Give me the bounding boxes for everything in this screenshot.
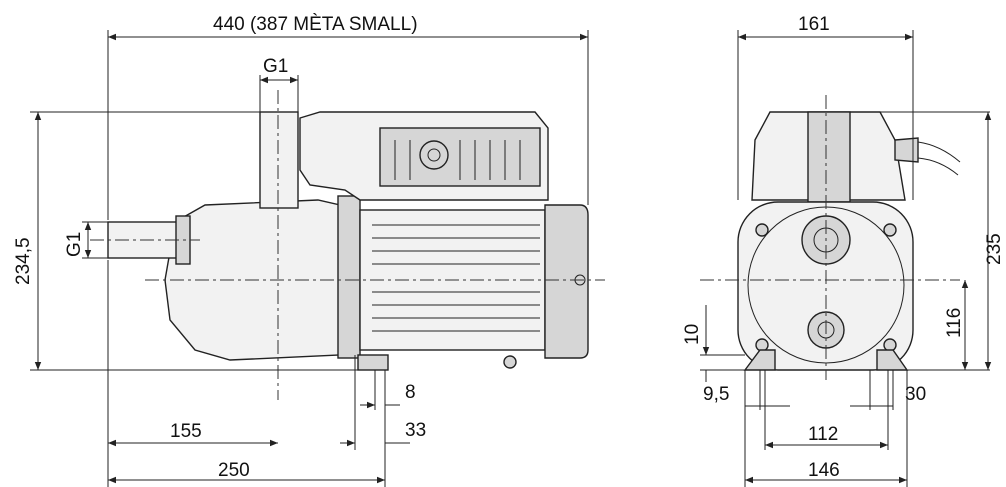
outlet-pipe	[259, 111, 299, 209]
dim-front-width: 161	[798, 14, 830, 35]
front-cable-gland-icon	[894, 137, 919, 163]
dim-155: 155	[170, 421, 202, 442]
dim-height: 234,5	[13, 237, 34, 285]
flange	[337, 195, 361, 359]
bolt-icon	[755, 223, 769, 237]
dim-foot-height: 10	[682, 324, 703, 345]
dim-146: 146	[808, 460, 840, 481]
bolt-icon	[755, 338, 769, 352]
bolt-icon	[883, 338, 897, 352]
dim-8: 8	[405, 382, 416, 403]
side-view: 440 (387 MÈTA SMALL) G1 234,5 G1 155 250…	[13, 14, 605, 487]
base-foot	[357, 354, 389, 371]
cable-gland-icon	[419, 140, 449, 170]
dim-9-5: 9,5	[703, 384, 729, 405]
drain-plug-icon	[503, 355, 517, 369]
dim-112: 112	[808, 424, 838, 445]
dim-inlet-thread: G1	[64, 232, 85, 257]
dim-overall-length: 440 (387 MÈTA SMALL)	[213, 14, 418, 35]
motor-end-cap	[544, 204, 589, 359]
dim-front-height: 235	[984, 233, 1005, 265]
dim-250: 250	[218, 460, 250, 481]
motor-fins	[372, 224, 540, 332]
dim-30: 30	[905, 384, 926, 405]
dim-axis-height: 116	[944, 308, 965, 338]
front-view: 161 235 116 10 9,5 30 112 146	[682, 14, 1005, 487]
bolt-icon	[883, 223, 897, 237]
dim-33: 33	[405, 420, 426, 441]
dim-outlet-thread: G1	[263, 56, 288, 77]
